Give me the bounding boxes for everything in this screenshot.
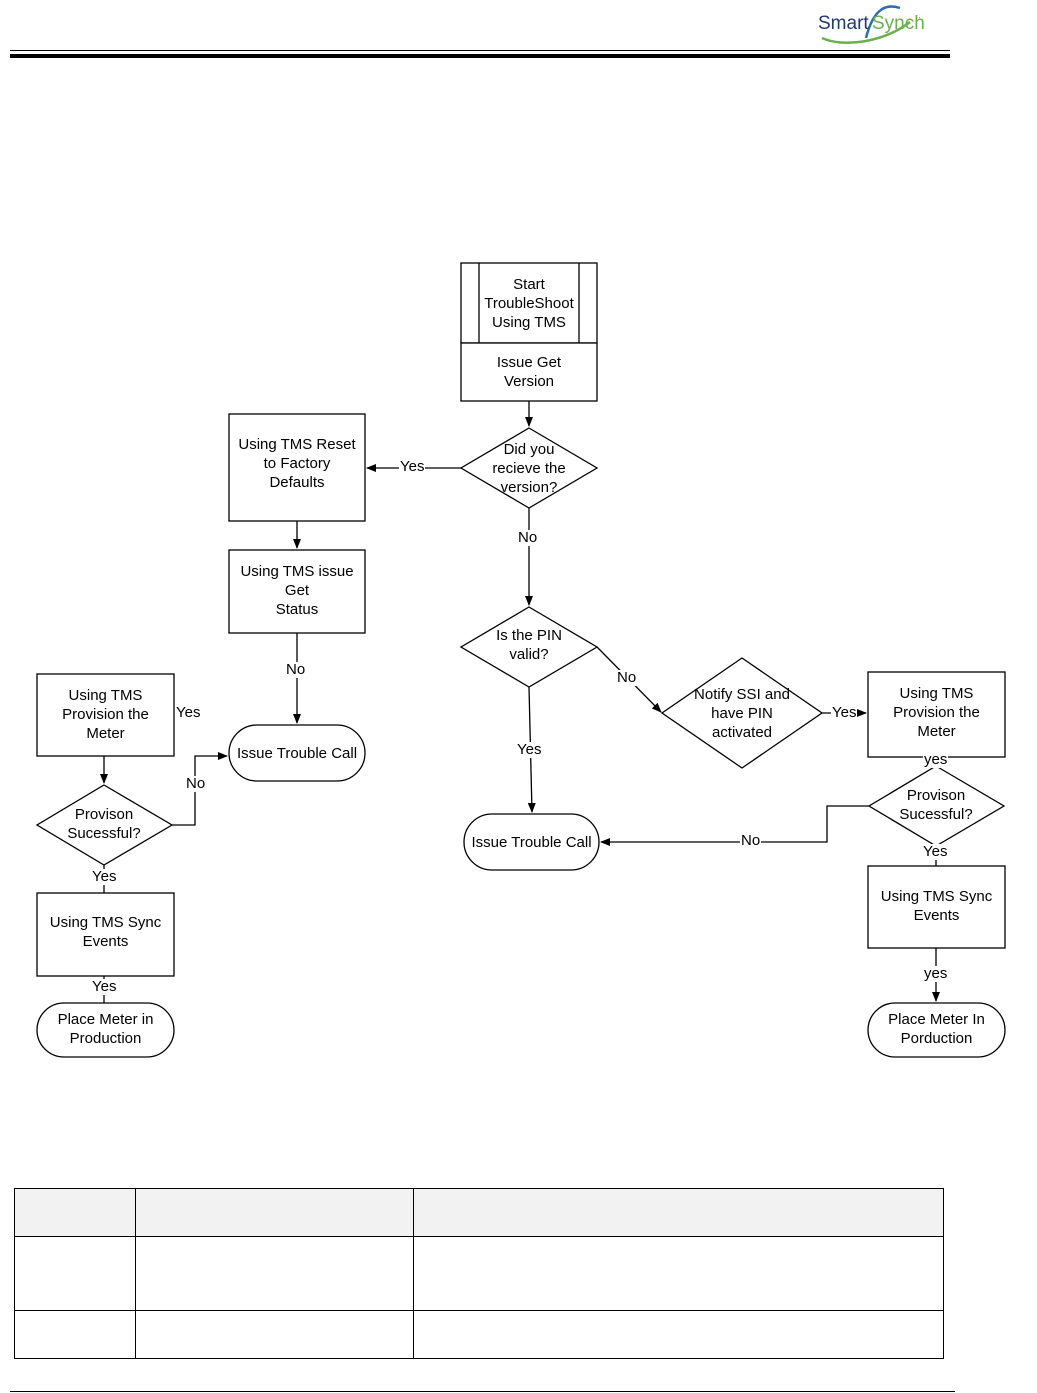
- logo-mark: ·: [918, 12, 921, 22]
- revision-table: [14, 1187, 944, 1360]
- trouble-left-terminal: [228, 724, 366, 782]
- trouble-center-label: Issue Trouble Call: [471, 833, 592, 851]
- sync-left-label: Using TMS Sync Events: [49, 914, 162, 950]
- table-cell: [14, 1187, 136, 1238]
- table-cell: [413, 1187, 944, 1238]
- get-version-node: [460, 342, 598, 402]
- notify-ssi-label: Notify SSI and have PIN activated: [694, 685, 790, 741]
- header-rule-thin: [10, 50, 950, 51]
- table-cell: [413, 1309, 944, 1360]
- edge-success-right-trouble: [600, 805, 869, 846]
- trouble-left-label: Issue Trouble Call: [236, 744, 358, 762]
- table-cell: [14, 1309, 136, 1360]
- trouble-center-terminal: [463, 813, 600, 871]
- table-cell: [135, 1309, 414, 1360]
- place-left-terminal: [36, 1002, 175, 1058]
- logo-word-synch: Synch: [872, 13, 925, 34]
- get-status-label: Using TMS issue Get Status: [240, 562, 354, 618]
- get-version-label: Issue Get Version: [496, 354, 562, 390]
- header-rule-thick: [10, 54, 950, 58]
- pin-valid-label: Is the PIN valid?: [496, 627, 562, 663]
- place-right-terminal: [867, 1002, 1006, 1058]
- table-cell: [135, 1236, 414, 1311]
- edge-label-no-prov-left: No: [185, 775, 207, 792]
- table-row: [14, 1236, 944, 1311]
- sync-right-node: [867, 865, 1006, 949]
- footer-rule: [10, 1391, 955, 1392]
- provision-right-label: Using TMS Provision the Meter: [893, 684, 980, 740]
- reset-factory-label: Using TMS Reset to Factory Defaults: [238, 435, 356, 491]
- provision-left-label: Using TMS Provision the Meter: [62, 686, 149, 742]
- reset-factory-node: [228, 413, 366, 522]
- sync-right-label: Using TMS Sync Events: [880, 888, 993, 924]
- edge-label-yes-prov-right: Yes: [922, 843, 949, 860]
- start-node: [460, 262, 598, 344]
- prov-success-right-label: Provison Sucessful?: [899, 787, 973, 823]
- edge-label-yes-provision-right: yes: [923, 751, 949, 768]
- edge-label-yes-sync-left: Yes: [91, 978, 118, 995]
- table-cell: [135, 1187, 414, 1238]
- table-cell: [413, 1236, 944, 1311]
- edge-label-yes-notify: Yes: [831, 704, 858, 721]
- table-row: [14, 1309, 944, 1360]
- edge-label-yes-reset: Yes: [399, 458, 426, 475]
- edge-label-no-pin: No: [517, 529, 539, 546]
- prov-success-left-label: Provison Sucessful?: [67, 806, 141, 842]
- table-header-row: [14, 1187, 944, 1238]
- table-cell: [14, 1236, 136, 1311]
- edge-label-no-get-status: No: [285, 661, 307, 678]
- edge-label-yes-provision-left: Yes: [175, 704, 202, 721]
- provision-left-node: [36, 673, 175, 757]
- notify-ssi-decision: [660, 657, 824, 769]
- smartsynch-logo: Smart Synch ·: [814, 2, 926, 46]
- edge-label-no-notify: No: [616, 669, 638, 686]
- place-right-label: Place Meter In Porduction: [888, 1011, 985, 1047]
- edge-label-no-prov-right: No: [740, 832, 762, 849]
- edge-label-yes-sync-right: yes: [923, 965, 949, 982]
- flowchart-diagram: [35, 262, 1006, 1058]
- sync-left-node: [36, 892, 175, 977]
- edge-label-yes-pin-valid: Yes: [516, 741, 543, 758]
- did-receive-label: Did you recieve the version?: [492, 440, 566, 496]
- get-status-node: [228, 549, 366, 634]
- place-left-label: Place Meter in Production: [57, 1011, 154, 1047]
- edge-label-yes-prov-left: Yes: [91, 868, 118, 885]
- logo-swoosh-graphic: Smart Synch ·: [818, 5, 925, 44]
- logo-word-smart: Smart: [818, 13, 869, 34]
- start-node-label: Start TroubleShoot Using TMS: [484, 275, 574, 331]
